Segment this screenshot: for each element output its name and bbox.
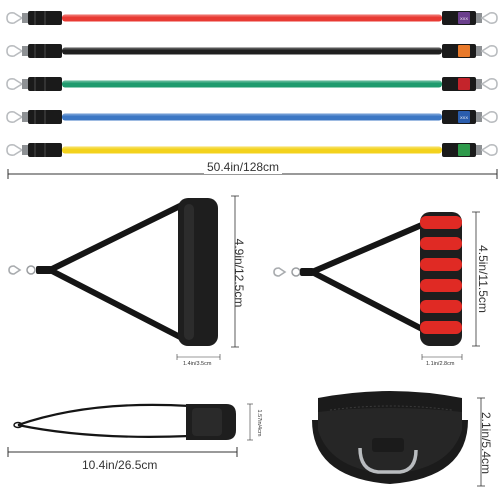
band-length-dimension: [7, 169, 498, 179]
band-length-label: 50.4in/128cm: [204, 160, 283, 174]
carabiner-icon: [480, 144, 498, 156]
door-anchor-icon: [17, 403, 191, 427]
tube-band-icon: [6, 77, 498, 91]
handle2-height-label: 4.5in/11.5cm: [476, 245, 490, 313]
carabiner-icon: [8, 265, 22, 275]
carabiner-icon: [6, 144, 24, 156]
handle1-dimension: [176, 195, 239, 360]
carabiner-icon: [6, 12, 24, 24]
carabiner-icon: [6, 45, 24, 57]
tube-band-icon: [6, 143, 498, 157]
carabiner-icon: [273, 267, 287, 277]
carabiner-icon: [480, 78, 498, 90]
foam-handle-black: [8, 198, 218, 346]
ankle-height-label: 2.1in/5.4cm: [479, 411, 493, 475]
carabiner-icon: [6, 111, 24, 123]
svg-text:XXX: XXX: [460, 115, 468, 120]
carabiner-icon: [480, 45, 498, 57]
anchor-dimension: [7, 403, 253, 457]
handle2-width-label: 1.1in/2.8cm: [426, 361, 455, 367]
ankle-dimension: [477, 397, 485, 487]
tube-band-icon: [6, 44, 498, 58]
foam-handle-red: [273, 212, 462, 346]
handle2-dimension: [421, 211, 480, 360]
tube-band-icon: XXX: [6, 110, 498, 124]
tube-band-icon: XXX: [6, 11, 498, 25]
anchor-height-label: 1.57in/4cm: [256, 409, 262, 437]
carabiner-icon: [480, 111, 498, 123]
carabiner-icon: [480, 12, 498, 24]
resistance-bands: XXX XXX: [6, 11, 498, 157]
svg-text:XXX: XXX: [460, 16, 468, 21]
handle1-width-label: 1.4in/3.5cm: [183, 361, 212, 367]
anchor-length-label: 10.4in/26.5cm: [82, 458, 158, 472]
door-anchor: [13, 403, 236, 440]
ankle-strap: [312, 391, 468, 484]
carabiner-icon: [6, 78, 24, 90]
handle1-height-label: 4.9in/12.5cm: [232, 238, 246, 308]
